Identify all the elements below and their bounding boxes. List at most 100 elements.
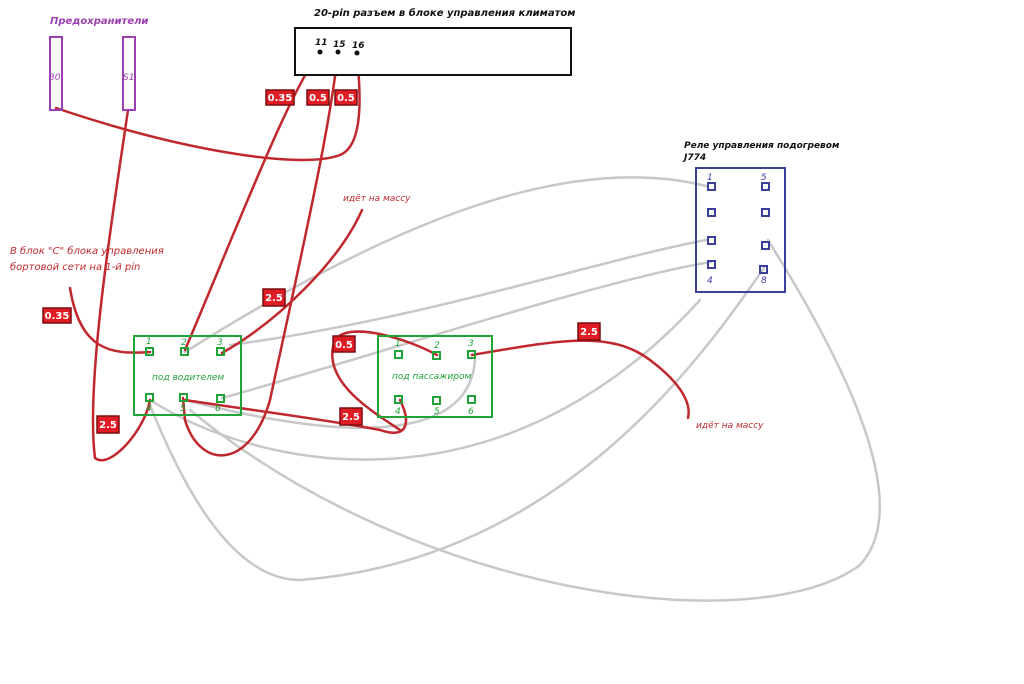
gray-wire-driver4-to-passenger [148,298,702,461]
red-wire-driver3-to-ground [220,208,364,355]
fuse-s1 [122,36,136,111]
svg-text:0.5: 0.5 [309,93,327,104]
red-wire-fuse30-to-pin16 [54,51,361,162]
gray-wire-relay-to-driver6 [220,260,713,400]
driver-pin-4-label: 4 [146,404,152,414]
relay-pin-l2 [707,208,716,217]
driver-pin-6 [216,394,225,403]
driver-pin-4 [145,393,154,402]
wire-tag: 0.35 [265,89,295,106]
connector-pin-11 [317,49,323,55]
fuse-30 [49,36,63,111]
driver-pin-3-label: 3 [217,338,223,348]
passenger-pin-5 [432,396,441,405]
passenger-pin-4-label: 4 [395,407,401,417]
climate-connector [294,27,572,76]
svg-text:2.5: 2.5 [342,412,360,423]
climate-connector-group: 20-pin разъем в блоке управления климато… [294,7,575,76]
passenger-pin-4 [394,395,403,404]
notes-group: идёт на массу идёт на массу В блок "С" б… [10,194,764,431]
passenger-pin-3 [467,350,476,359]
passenger-block [377,335,493,418]
svg-text:2.5: 2.5 [265,293,283,304]
passenger-pin-5-label: 5 [434,407,440,417]
wire-tag: 2.5 [339,407,363,426]
relay-pin-r3 [761,241,770,250]
svg-text:2.5: 2.5 [99,420,117,431]
connector-pin-11-label: 11 [315,38,328,48]
fuse-30-label: 30 [49,73,61,83]
red-wire-pin11-to-driver2 [183,50,322,352]
block-c-note-line1: В блок "С" блока управления [10,245,164,257]
fuse-s1-label: S1 [123,73,134,83]
wire-tag: 0.35 [42,307,72,324]
gray-wire-passenger-to-driver5 [183,358,477,429]
relay-pin-4 [707,260,716,269]
driver-block [133,335,242,416]
relay-pin-5-label: 5 [761,173,767,183]
fuses-title: Предохранители [50,16,148,27]
driver-pin-1 [145,347,154,356]
relay-pin-1 [707,182,716,191]
relay-box [695,167,786,293]
driver-pin-5 [179,393,188,402]
passenger-pin-2-label: 2 [434,341,440,351]
wire-tag: 2.5 [577,322,601,341]
passenger-pin-2 [432,351,441,360]
passenger-pin-3-label: 3 [468,339,474,349]
gray-wire-relay8-big-loop [188,238,881,602]
passenger-pin-6 [467,395,476,404]
ground-note-2: идёт на массу [696,421,764,431]
svg-text:2.5: 2.5 [580,327,598,338]
fuses-group: Предохранители 30 S1 [49,16,148,111]
climate-connector-title: 20-pin разъем в блоке управления климато… [314,7,575,19]
wire-tag: 0.5 [332,335,356,353]
red-wire-pin15-to-driver5 [181,50,340,457]
passenger-block-group: под пассажиром 1 2 3 4 5 6 [377,335,493,418]
driver-pin-2-label: 2 [181,338,187,348]
red-wire-blockC-to-driver1 [68,286,152,354]
driver-pin-6-label: 6 [215,404,221,414]
svg-text:0.5: 0.5 [337,93,355,104]
gray-wire-relay-to-driver3 [228,238,708,347]
gray-wire-relay4-to-driver4 [148,266,766,582]
passenger-block-label: под пассажиром [392,372,471,382]
relay-code: J774 [682,153,706,163]
passenger-pin-6-label: 6 [468,407,474,417]
relay-title: Реле управления подогревом [684,141,840,151]
wire-tag: 2.5 [262,288,286,307]
red-wire-passenger3-to-ground [470,339,690,420]
relay-pin-r2 [761,208,770,217]
wire-tag: 0.5 [334,89,358,106]
passenger-pin-1 [394,350,403,359]
svg-text:0.35: 0.35 [45,311,70,322]
connector-pin-16-label: 16 [352,41,365,51]
connector-pin-16 [354,50,360,56]
red-wire-fuseS1-to-driver4 [91,108,152,462]
driver-pin-3 [216,347,225,356]
connector-pin-15-label: 15 [333,40,346,50]
svg-text:0.35: 0.35 [268,93,293,104]
relay-pin-5 [761,182,770,191]
relay-group: Реле управления подогревом J774 1 5 4 8 [682,141,840,293]
passenger-pin-1-label: 1 [395,339,401,349]
block-c-note-line2: бортовой сети на 1-й pin [10,261,140,273]
relay-pin-1-label: 1 [707,173,713,183]
wire-tag: 0.5 [306,89,330,106]
red-wire-driver5-to-passenger4 [183,398,408,434]
driver-block-group: под водителем 1 2 3 4 5 6 [133,335,242,416]
svg-text:0.5: 0.5 [335,340,353,351]
relay-pin-l3 [707,236,716,245]
wire-tag: 2.5 [96,415,120,434]
relay-pin-8 [759,265,768,274]
driver-pin-1-label: 1 [146,337,152,347]
gray-wires [148,176,881,602]
relay-pin-4-label: 4 [707,276,713,286]
driver-block-label: под водителем [152,373,224,383]
wire-tags: 0.35 0.5 0.5 0.35 2.5 2.5 0.5 2.5 [42,89,601,434]
ground-note-1: идёт на массу [343,194,411,204]
driver-pin-5-label: 5 [180,404,186,414]
connector-pin-15 [335,49,341,55]
relay-pin-8-label: 8 [761,276,767,286]
